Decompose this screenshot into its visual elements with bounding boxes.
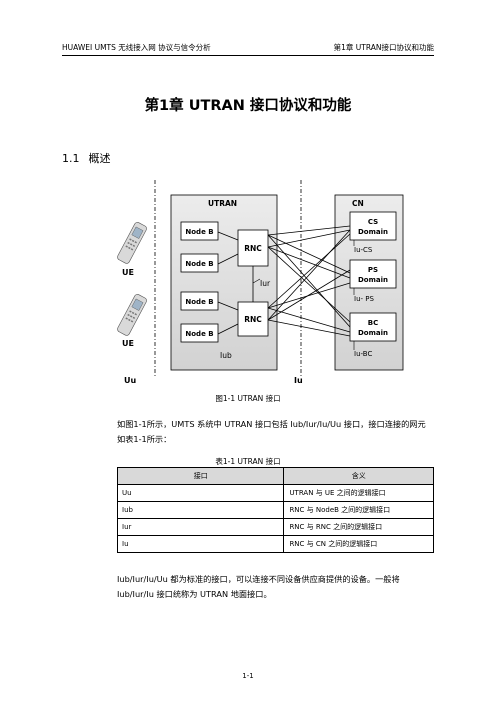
ps-domain: PS Domain — [349, 259, 397, 289]
node-b-4: Node B — [180, 323, 219, 343]
rnc-label: RNC — [244, 244, 262, 253]
table-cell: RNC 与 RNC 之间的逻辑接口 — [283, 518, 434, 536]
header-right: 第1章 UTRAN接口协议和功能 — [333, 43, 434, 52]
section-heading: 1.1 概述 — [62, 150, 111, 166]
table-row: Iu RNC 与 CN 之间的逻辑接口 — [116, 535, 434, 553]
cn-label: CN — [352, 199, 364, 208]
column-header: 接口 — [116, 467, 285, 485]
utran-interface-table: 接口 含义 Uu UTRAN 与 UE 之间的逻辑接口 Iub RNC 与 No… — [116, 467, 434, 553]
table-row: Iur RNC 与 RNC 之间的逻辑接口 — [116, 518, 434, 536]
paragraph-2-line-2: Iub/Iur/Iu 接口统称为 UTRAN 地面接口。 — [117, 589, 272, 599]
svg-text:BC: BC — [368, 319, 378, 327]
table-row: Iub RNC 与 NodeB 之间的逻辑接口 — [116, 501, 434, 519]
svg-text:Domain: Domain — [358, 276, 388, 284]
ue-label: UE — [122, 268, 134, 277]
header-rule — [62, 55, 434, 56]
table-row: Uu UTRAN 与 UE 之间的逻辑接口 — [116, 484, 434, 502]
header-left: HUAWEI UMTS 无线接入网 协议与信令分析 — [62, 43, 211, 52]
table-cell: RNC 与 NodeB 之间的逻辑接口 — [283, 501, 434, 519]
section-title: 概述 — [88, 152, 111, 165]
node-b-3: Node B — [180, 291, 219, 311]
paragraph-1-line-1: 如图1-1所示，UMTS 系统中 UTRAN 接口包括 Iub/Iur/Iu/U… — [117, 419, 426, 429]
column-header: 含义 — [283, 467, 434, 485]
iu-bc-label: Iu-BC — [354, 350, 372, 358]
node-b-2: Node B — [180, 253, 219, 273]
rnc-1: RNC — [237, 229, 269, 267]
table-cell: UTRAN 与 UE 之间的逻辑接口 — [283, 484, 434, 502]
ue-phone-icon — [117, 294, 147, 336]
paragraph-1-line-2: 如表1-1所示： — [117, 434, 172, 444]
chapter-title: 第1章 UTRAN 接口协议和功能 — [144, 98, 352, 114]
rnc-label: RNC — [244, 315, 262, 324]
table-cell: Uu — [116, 484, 285, 502]
iu-ps-label: Iu- PS — [354, 295, 374, 303]
node-b-1: Node B — [180, 221, 219, 241]
paragraph-2-line-1: Iub/Iur/Iu/Uu 都为标准的接口，可以连接不同设备供应商提供的设备。一… — [117, 574, 400, 584]
rnc-2: RNC — [237, 301, 269, 337]
svg-text:PS: PS — [368, 266, 378, 274]
cs-domain: CS Domain — [349, 211, 397, 241]
table-header-row: 接口 含义 — [116, 467, 434, 485]
table-caption: 表1-1 UTRAN 接口 — [215, 457, 281, 466]
utran-label: UTRAN — [208, 199, 237, 208]
paragraph-1: 如图1-1所示，UMTS 系统中 UTRAN 接口包括 Iub/Iur/Iu/U… — [117, 417, 439, 447]
ue-phone-icon — [117, 222, 147, 264]
svg-text:CS: CS — [368, 218, 378, 226]
node-b-label: Node B — [185, 330, 213, 338]
figure-caption: 图1-1 UTRAN 接口 — [215, 394, 281, 403]
paragraph-2: Iub/Iur/Iu/Uu 都为标准的接口，可以连接不同设备供应商提供的设备。一… — [117, 572, 439, 602]
uu-label: Uu — [124, 376, 136, 385]
table-cell: Iur — [116, 518, 285, 536]
iur-label: Iur — [260, 279, 271, 288]
utran-interface-figure: UTRAN CN Iur Node B Node B — [117, 180, 404, 385]
bc-domain: BC Domain — [349, 312, 397, 342]
svg-text:Domain: Domain — [358, 228, 388, 236]
table-cell: Iu — [116, 535, 285, 553]
section-number: 1.1 — [62, 152, 80, 165]
ue-label: UE — [122, 339, 134, 348]
svg-text:Domain: Domain — [358, 329, 388, 337]
iub-links — [217, 231, 239, 335]
iu-cs-label: Iu-CS — [354, 246, 373, 254]
table-cell: RNC 与 CN 之间的逻辑接口 — [283, 535, 434, 553]
iu-connection-lines — [267, 225, 351, 337]
node-b-label: Node B — [185, 228, 213, 236]
page-number: 1-1 — [242, 672, 254, 680]
node-b-label: Node B — [185, 260, 213, 268]
table-cell: Iub — [116, 501, 285, 519]
node-b-label: Node B — [185, 298, 213, 306]
iu-label: Iu — [294, 376, 303, 385]
iub-label: Iub — [220, 351, 232, 360]
